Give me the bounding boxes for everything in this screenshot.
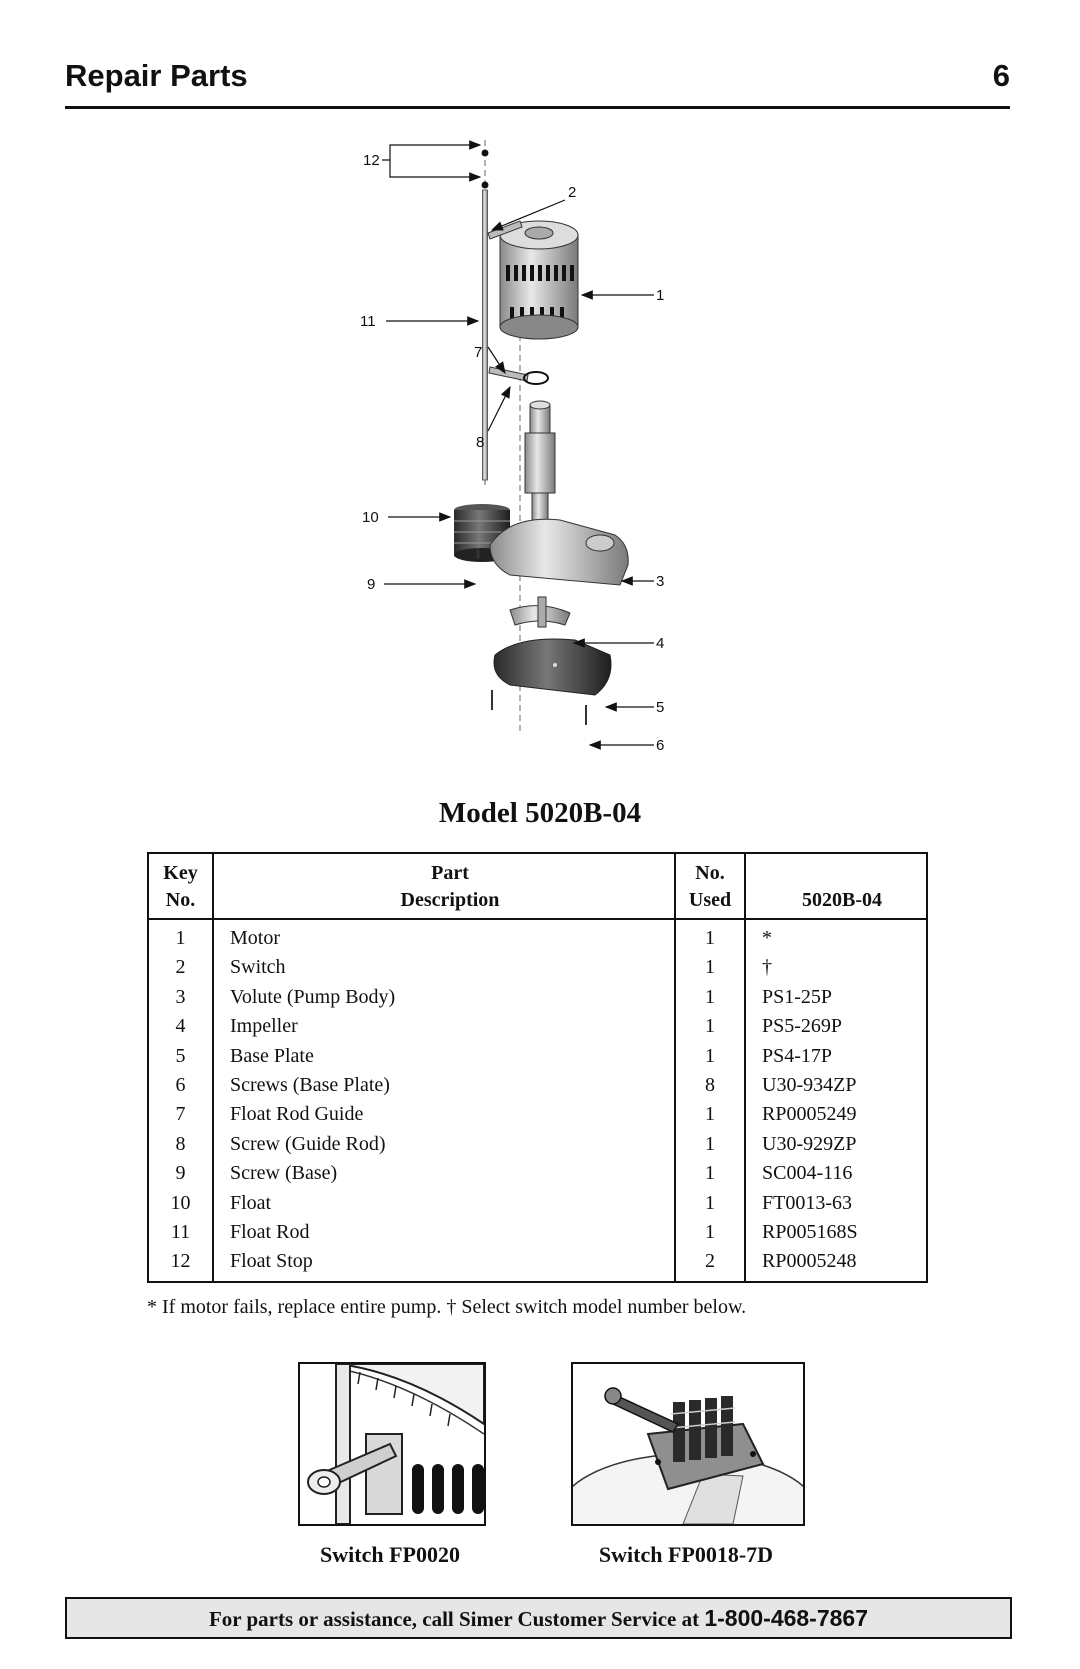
callout-4: 4 bbox=[656, 635, 664, 652]
header-model-number: 5020B-04 bbox=[744, 853, 928, 920]
no-used-cell: 1 bbox=[674, 1188, 746, 1219]
key-no-cell: 8 bbox=[147, 1129, 214, 1160]
no-used-cell: 1 bbox=[674, 1159, 746, 1189]
page-title: Repair Parts bbox=[65, 58, 248, 93]
key-no-cell: 9 bbox=[147, 1159, 214, 1189]
callout-1: 1 bbox=[656, 287, 664, 304]
page-header: Repair Parts 6 bbox=[65, 56, 1010, 109]
part-number-cell: RP0005248 bbox=[744, 1247, 928, 1282]
no-used-cell: 1 bbox=[674, 982, 746, 1013]
description-cell: Motor bbox=[212, 919, 676, 954]
part-number-cell: PS5-269P bbox=[744, 1012, 928, 1042]
no-used-cell: 1 bbox=[674, 1218, 746, 1248]
no-used-cell: 1 bbox=[674, 953, 746, 983]
callout-12: 12 bbox=[363, 152, 380, 169]
key-no-cell: 4 bbox=[147, 1012, 214, 1042]
key-no-cell: 5 bbox=[147, 1041, 214, 1072]
footer-phone-number: 1-800-468-7867 bbox=[704, 1605, 869, 1631]
exploded-parts-diagram: 12 2 1 11 7 8 10 9 3 4 5 6 bbox=[360, 140, 664, 754]
switch-fp0018-7d-caption: Switch FP0018-7D bbox=[598, 1542, 774, 1567]
description-cell: Float Rod Guide bbox=[212, 1100, 676, 1130]
page-number: 6 bbox=[992, 58, 1010, 93]
header-no-used: No.Used bbox=[674, 853, 746, 920]
no-used-cell: 1 bbox=[674, 1041, 746, 1072]
no-used-cell: 8 bbox=[674, 1071, 746, 1101]
description-cell: Float Stop bbox=[212, 1247, 676, 1282]
description-cell: Screws (Base Plate) bbox=[212, 1071, 676, 1101]
key-no-cell: 1 bbox=[147, 919, 214, 954]
key-no-cell: 7 bbox=[147, 1100, 214, 1130]
footnote: * If motor fails, replace entire pump. †… bbox=[147, 1296, 747, 1318]
no-used-cell: 1 bbox=[674, 1012, 746, 1042]
description-cell: Volute (Pump Body) bbox=[212, 982, 676, 1013]
description-cell: Float bbox=[212, 1188, 676, 1219]
footer-text: For parts or assistance, call Simer Cust… bbox=[208, 1607, 705, 1631]
callout-10: 10 bbox=[362, 509, 379, 526]
part-number-cell: FT0013-63 bbox=[744, 1188, 928, 1219]
part-number-cell: † bbox=[744, 953, 928, 983]
no-used-cell: 1 bbox=[674, 1100, 746, 1130]
callout-3: 3 bbox=[656, 573, 664, 590]
description-cell: Screw (Guide Rod) bbox=[212, 1129, 676, 1160]
part-number-cell: U30-934ZP bbox=[744, 1071, 928, 1101]
switch-fp0020-caption: Switch FP0020 bbox=[320, 1542, 460, 1567]
callout-2: 2 bbox=[568, 184, 576, 201]
description-cell: Switch bbox=[212, 953, 676, 983]
part-number-cell: PS1-25P bbox=[744, 982, 928, 1013]
part-number-cell: * bbox=[744, 919, 928, 954]
no-used-cell: 1 bbox=[674, 1129, 746, 1160]
description-cell: Impeller bbox=[212, 1012, 676, 1042]
key-no-cell: 10 bbox=[147, 1188, 214, 1219]
footer-contact-banner: For parts or assistance, call Simer Cust… bbox=[65, 1597, 1012, 1639]
part-number-cell: RP005168S bbox=[744, 1218, 928, 1248]
switch-fp0020-image bbox=[298, 1362, 486, 1526]
key-no-cell: 2 bbox=[147, 953, 214, 983]
callout-5: 5 bbox=[656, 699, 664, 716]
key-no-cell: 11 bbox=[147, 1218, 214, 1248]
callout-9: 9 bbox=[367, 576, 375, 593]
part-number-cell: RP0005249 bbox=[744, 1100, 928, 1130]
description-cell: Base Plate bbox=[212, 1041, 676, 1072]
model-title: Model 5020B-04 bbox=[438, 797, 642, 829]
part-number-cell: PS4-17P bbox=[744, 1041, 928, 1072]
key-no-cell: 3 bbox=[147, 982, 214, 1013]
no-used-cell: 1 bbox=[674, 919, 746, 954]
key-no-cell: 6 bbox=[147, 1071, 214, 1101]
callout-8: 8 bbox=[476, 434, 484, 451]
description-cell: Screw (Base) bbox=[212, 1159, 676, 1189]
no-used-cell: 2 bbox=[674, 1247, 746, 1282]
callout-7: 7 bbox=[474, 344, 482, 361]
switch-fp0018-7d-image bbox=[571, 1362, 805, 1526]
description-cell: Float Rod bbox=[212, 1218, 676, 1248]
key-no-cell: 12 bbox=[147, 1247, 214, 1282]
callout-11: 11 bbox=[360, 313, 376, 330]
part-number-cell: SC004-116 bbox=[744, 1159, 928, 1189]
part-number-cell: U30-929ZP bbox=[744, 1129, 928, 1160]
callout-6: 6 bbox=[656, 737, 664, 754]
